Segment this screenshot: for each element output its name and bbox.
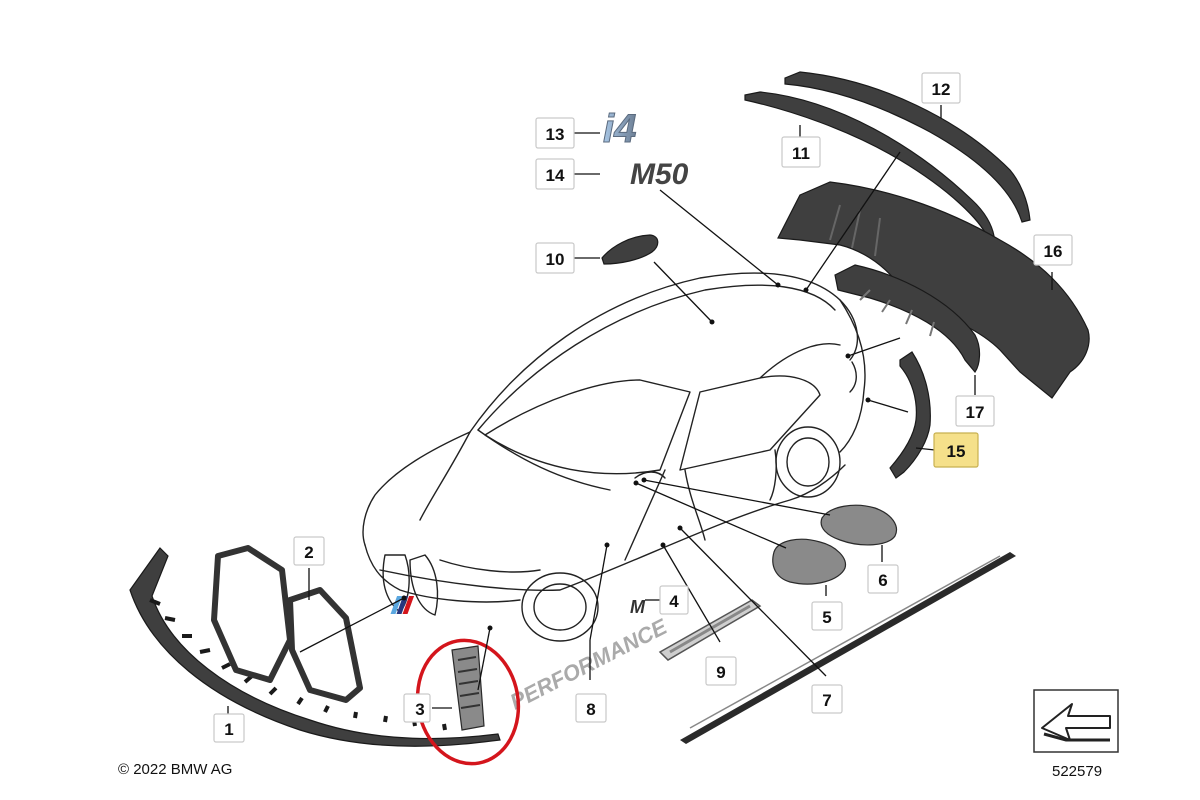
callout-label: 7	[822, 691, 831, 710]
callout-6[interactable]: 6	[867, 564, 899, 594]
callout-7[interactable]: 7	[811, 684, 843, 714]
callout-14[interactable]: 14	[535, 158, 575, 190]
rear-diffuser-insert	[834, 264, 981, 373]
callout-label: 6	[878, 571, 887, 590]
i4-badge-text: i4	[603, 107, 636, 151]
mirror-cap-right	[820, 504, 897, 546]
car-outline	[362, 272, 866, 642]
callout-12[interactable]: 12	[921, 72, 961, 104]
copyright-text: © 2022 BMW AG	[118, 761, 232, 778]
leader-lines	[227, 105, 1053, 740]
callout-5[interactable]: 5	[811, 601, 843, 631]
callout-label: 1	[224, 720, 233, 739]
mirror-cap-left	[772, 538, 847, 585]
callout-label: 10	[546, 250, 565, 269]
callout-15[interactable]: 15	[933, 432, 979, 468]
side-skirt-strip	[680, 552, 1016, 744]
callout-label: 12	[932, 80, 951, 99]
callout-label: 2	[304, 543, 313, 562]
callout-8[interactable]: 8	[575, 693, 607, 723]
callout-10[interactable]: 10	[535, 242, 575, 274]
m50-badge-text: M50	[630, 158, 689, 191]
callout-17[interactable]: 17	[955, 395, 995, 427]
callout-label: 5	[822, 608, 831, 627]
m-badge-text: M	[630, 597, 646, 617]
callout-label: 13	[546, 125, 565, 144]
callout-4[interactable]: 4	[659, 585, 689, 615]
front-lip-spoiler	[129, 547, 501, 747]
callout-label: 16	[1044, 242, 1063, 261]
callout-11[interactable]: 11	[781, 136, 821, 168]
callout-label: 8	[586, 700, 595, 719]
callout-label: 14	[546, 166, 565, 185]
rear-bumper-side-trim	[889, 351, 931, 479]
roof-antenna-cover	[601, 234, 659, 265]
rear-spoiler-wing	[784, 71, 1031, 223]
diagram-id: 522579	[1052, 763, 1102, 780]
callout-label: 4	[669, 592, 679, 611]
kidney-grille-frame	[211, 545, 363, 703]
view-direction-icon	[1033, 689, 1119, 753]
callout-label: 15	[947, 442, 966, 461]
door-sill-plate	[658, 599, 762, 661]
callout-label: 3	[415, 700, 424, 719]
rear-diffuser	[777, 181, 1090, 399]
callout-label: 17	[966, 403, 985, 422]
callout-9[interactable]: 9	[705, 656, 737, 686]
i4-badge: i4	[603, 107, 637, 152]
callout-13[interactable]: 13	[535, 117, 575, 149]
air-inlet-trim	[451, 645, 485, 731]
callout-2[interactable]: 2	[293, 536, 325, 566]
callout-1[interactable]: 1	[213, 713, 245, 743]
callout-16[interactable]: 16	[1033, 234, 1073, 266]
callout-label: 9	[716, 663, 725, 682]
callout-3[interactable]: 3	[403, 693, 431, 723]
callout-label: 11	[792, 144, 810, 163]
m-fender-badge: M	[390, 596, 646, 617]
